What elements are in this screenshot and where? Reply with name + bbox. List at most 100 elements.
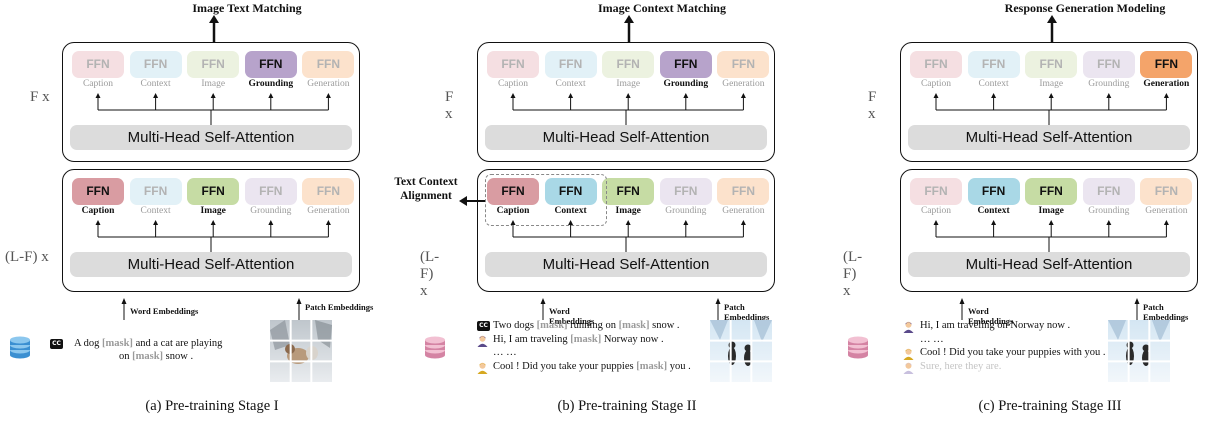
ffn-expert-caption: FFN	[72, 51, 124, 78]
database-icon	[846, 336, 870, 360]
text-fragment: Hi, I am traveling on Norway now .	[920, 320, 1071, 331]
ffn-expert-generation: FFN	[1140, 51, 1193, 78]
text-fragment: A dog	[74, 338, 103, 349]
expert-label-grounding: Grounding	[1088, 206, 1130, 216]
database-icon	[8, 336, 32, 360]
closed-caption-icon: CC	[477, 321, 490, 331]
text-fragment: Cool ! Did you take your puppies	[493, 360, 637, 372]
ffn-expert-caption: FFN	[72, 178, 124, 205]
ffn-expert-generation: FFN	[302, 51, 355, 78]
mask-token: [mask]	[132, 351, 164, 362]
expert-label-image: Image	[616, 79, 641, 89]
closed-caption-icon: CC	[50, 339, 63, 349]
dialogue-line: Cool ! Did you take your puppies with yo…	[920, 347, 1105, 358]
ffn-expert-context: FFN	[129, 51, 182, 78]
expert-label-generation: Generation	[722, 206, 765, 216]
ffn-expert-context: FFN	[967, 51, 1020, 78]
ffn-expert-generation: FFN	[717, 51, 770, 78]
ffn-expert-generation: FFN	[1140, 178, 1193, 205]
mask-token: [mask]	[618, 320, 650, 331]
patch-embeddings-label: Patch Embeddings	[724, 302, 770, 322]
expert-label-image: Image	[201, 79, 226, 89]
expert-label-image: Image	[1038, 206, 1064, 216]
expert-label-caption: Caption	[82, 79, 114, 89]
layer-count-label: F x	[30, 89, 50, 105]
multi-head-self-attention: Multi-Head Self-Attention	[485, 252, 767, 277]
text-fragment: snow .	[649, 320, 680, 331]
layer-count-label: (L-F) x	[420, 249, 440, 299]
alignment-group-box	[485, 174, 607, 226]
ffn-expert-image: FFN	[1025, 51, 1078, 78]
dialogue-line: Two dogs [mask] running on [mask] snow .	[493, 320, 680, 331]
ffn-expert-image: FFN	[602, 51, 655, 78]
expert-label-caption: Caption	[497, 79, 529, 89]
word-embeddings-label: Word Embeddings	[549, 306, 595, 326]
mask-token: [mask]	[636, 360, 668, 372]
expert-label-caption: Caption	[81, 206, 115, 216]
ffn-expert-grounding: FFN	[659, 178, 712, 205]
expert-label-context: Context	[555, 79, 586, 89]
expert-label-caption: Caption	[496, 206, 530, 216]
expert-label-caption: Caption	[920, 79, 952, 89]
database-icon	[423, 336, 447, 360]
patch-embeddings-label: Patch Embeddings	[305, 302, 374, 312]
multi-head-self-attention: Multi-Head Self-Attention	[70, 252, 352, 277]
ffn-expert-context: FFN	[967, 178, 1020, 205]
text-fragment: on	[119, 351, 133, 362]
ffn-expert-caption: FFN	[487, 178, 539, 205]
layer-count-label: F x	[445, 89, 454, 122]
layer-count-label: F x	[868, 89, 877, 122]
multi-head-self-attention: Multi-Head Self-Attention	[485, 125, 767, 150]
text-fragment: you .	[667, 360, 691, 372]
text-fragment: running on	[567, 320, 619, 331]
text-fragment: Cool ! Did you take your puppies with yo…	[920, 347, 1106, 358]
figure-caption: (b) Pre-training Stage II	[557, 398, 697, 414]
mask-token: [mask]	[102, 338, 133, 349]
ffn-expert-grounding: FFN	[1082, 51, 1135, 78]
dialogue-line: A dog [mask] and a cat are playing	[74, 338, 222, 349]
text-context-alignment-label: Text Context Alignment	[394, 176, 458, 202]
expert-label-context: Context	[140, 206, 171, 216]
multi-head-self-attention: Multi-Head Self-Attention	[908, 125, 1190, 150]
multi-head-self-attention: Multi-Head Self-Attention	[70, 125, 352, 150]
ffn-expert-grounding: FFN	[244, 178, 297, 205]
expert-label-image: Image	[615, 206, 641, 216]
expert-label-context: Context	[554, 206, 587, 216]
expert-label-generation: Generation	[722, 79, 765, 89]
person-icon	[903, 347, 914, 360]
text-fragment: and a cat are playing	[132, 338, 223, 349]
text-fragment: Norway now .	[601, 333, 664, 345]
dialogue-line: Hi, I am traveling [mask] Norway now .	[493, 334, 664, 345]
layer-count-label: (L-F) x	[5, 249, 49, 265]
output-task-title: Image Context Matching	[598, 1, 726, 15]
image-patches	[710, 320, 772, 382]
ffn-expert-image: FFN	[187, 178, 240, 205]
ffn-expert-generation: FFN	[302, 178, 355, 205]
person-icon	[477, 361, 488, 374]
expert-label-grounding: Grounding	[663, 79, 709, 89]
ffn-expert-context: FFN	[129, 178, 182, 205]
generated-response: Sure, here they are.	[920, 360, 1002, 372]
ffn-expert-caption: FFN	[487, 51, 539, 78]
figure-caption: (a) Pre-training Stage I	[145, 398, 279, 414]
dialogue-line: Sure, here they are.	[920, 361, 1001, 372]
expert-label-grounding: Grounding	[665, 206, 707, 216]
dialogue-line: on [mask] snow .	[119, 351, 193, 362]
ffn-expert-image: FFN	[1025, 178, 1078, 205]
expert-label-context: Context	[978, 79, 1009, 89]
ffn-expert-context: FFN	[544, 51, 597, 78]
expert-label-generation: Generation	[307, 79, 350, 89]
expert-label-grounding: Grounding	[1088, 79, 1130, 89]
text-fragment: Two dogs	[493, 320, 537, 331]
person-icon	[903, 320, 914, 333]
ffn-expert-caption: FFN	[910, 51, 962, 78]
mask-token: [mask]	[536, 320, 568, 331]
dialogue-line: … …	[493, 347, 517, 358]
word-embeddings-label: Word Embeddings	[130, 306, 199, 316]
image-patches	[1108, 320, 1170, 382]
